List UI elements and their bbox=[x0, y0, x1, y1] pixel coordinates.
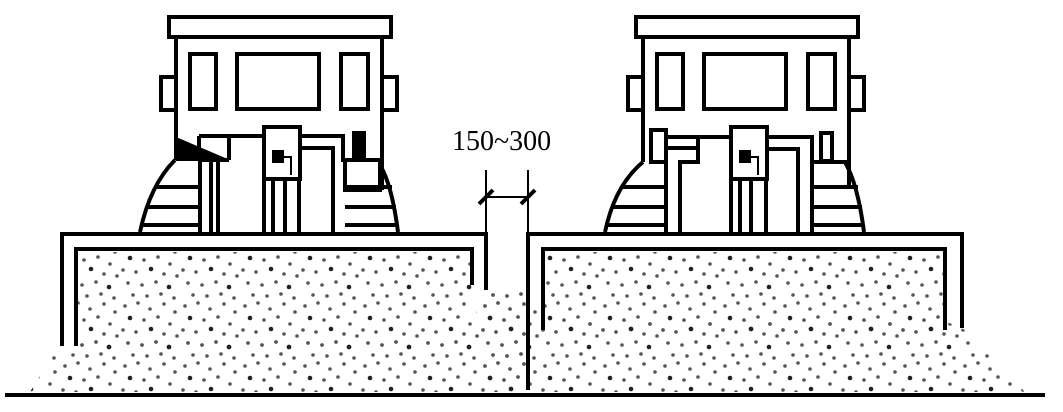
gap-dimension bbox=[477, 170, 537, 234]
right-blade-outer bbox=[526, 232, 964, 390]
right-blade-inner bbox=[541, 247, 947, 330]
left-blade-inner bbox=[74, 247, 474, 346]
left-window-l bbox=[188, 52, 218, 111]
left-track-left-curve bbox=[138, 158, 177, 233]
left-exhaust bbox=[352, 131, 366, 161]
left-arm-black bbox=[176, 137, 230, 161]
left-cab-roof bbox=[167, 15, 393, 39]
left-window-c bbox=[235, 52, 321, 111]
right-bulldozer bbox=[526, 15, 964, 390]
left-bulldozer bbox=[60, 15, 488, 346]
left-blade-outer bbox=[60, 232, 488, 346]
left-window-r bbox=[339, 52, 370, 111]
left-mirror-l bbox=[159, 75, 178, 112]
gap-dimension-label: 150~300 bbox=[452, 126, 552, 157]
right-cab-roof bbox=[634, 15, 860, 39]
left-mirror-r bbox=[380, 75, 399, 112]
